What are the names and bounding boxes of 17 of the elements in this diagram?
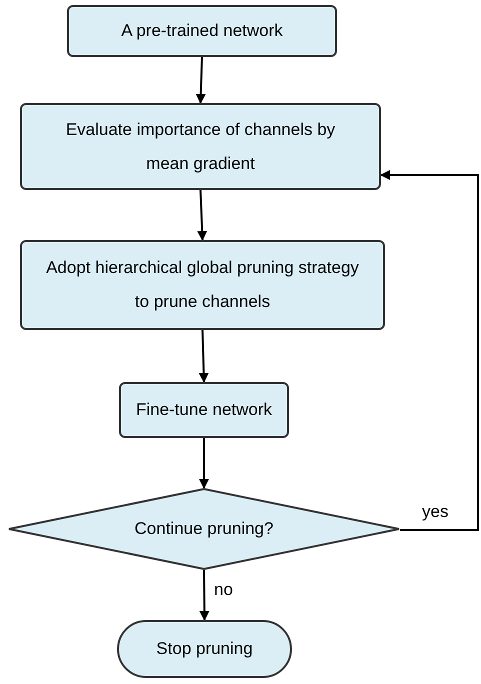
process-box xyxy=(20,103,381,190)
arrow xyxy=(199,570,210,621)
node-label: Fine-tune network xyxy=(136,399,272,421)
arrow xyxy=(199,438,209,489)
process-box xyxy=(119,382,289,438)
node-label: A pre-trained network xyxy=(121,20,283,42)
node-label: Continue pruning? xyxy=(134,518,274,540)
process-box xyxy=(67,5,337,57)
node-label: Adopt hierarchical global pruning strategy to prune channels xyxy=(45,257,360,313)
decision-diamond xyxy=(8,488,400,570)
arrow xyxy=(380,170,479,531)
arrow xyxy=(198,330,209,383)
process-box xyxy=(20,240,385,330)
arrow xyxy=(196,56,206,104)
arrow xyxy=(197,190,208,241)
node-label: Evaluate importance of channels by mean gradient xyxy=(64,118,336,174)
node-label: Stop pruning xyxy=(156,638,253,660)
